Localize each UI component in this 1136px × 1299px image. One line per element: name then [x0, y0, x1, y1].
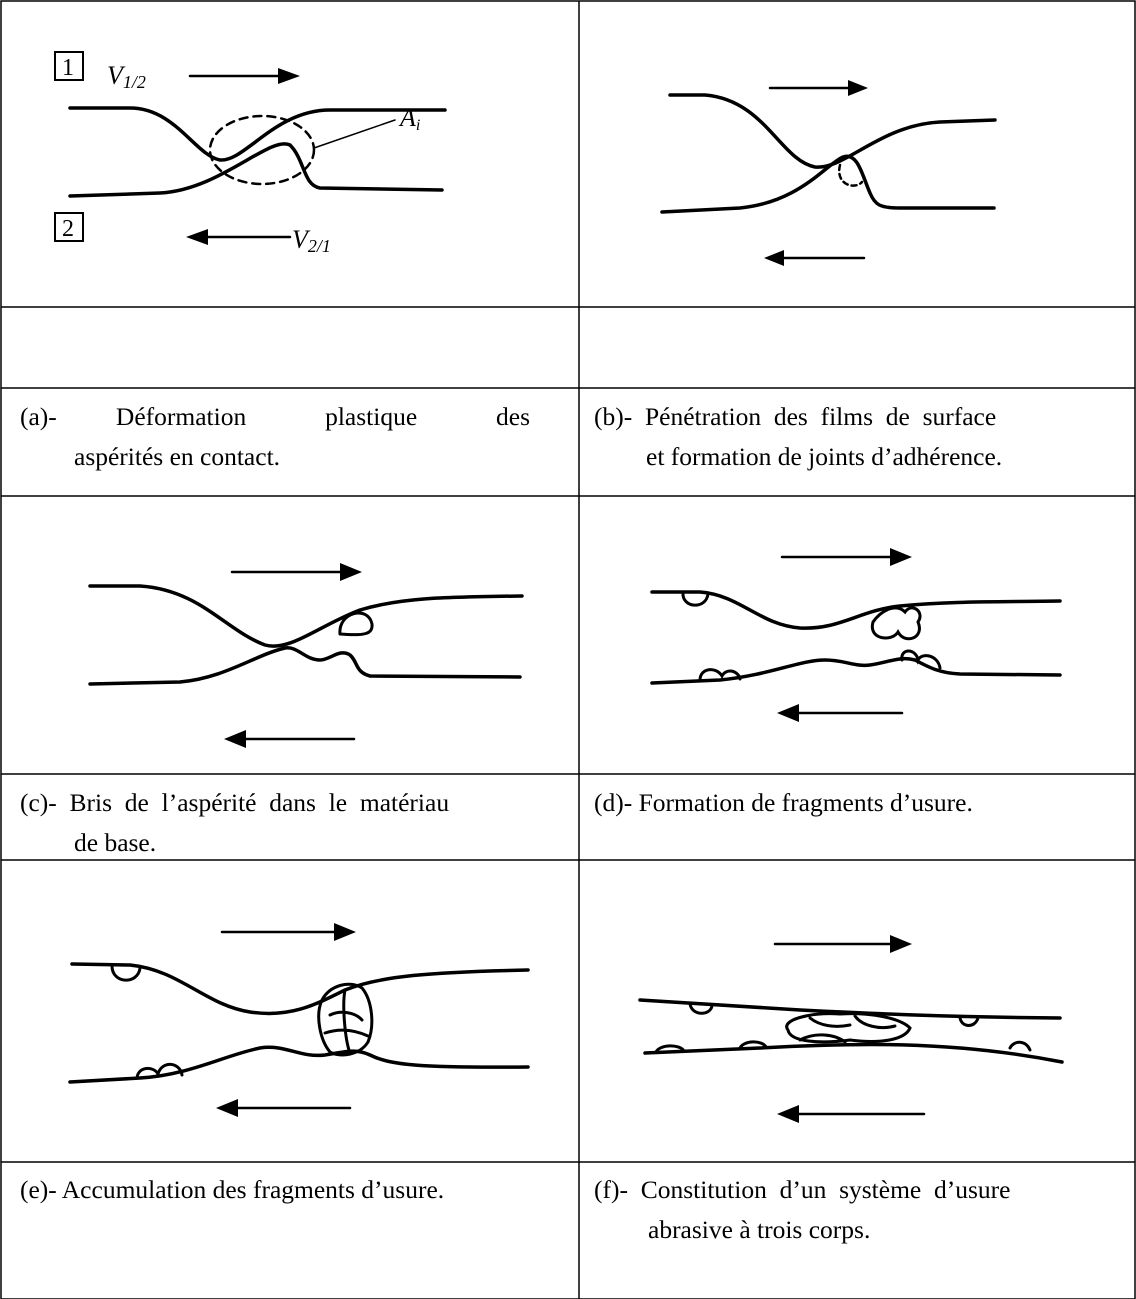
caption-b-line2: et formation de joints d’adhérence. [646, 442, 1003, 471]
caption-a-line2: aspérités en contact. [74, 442, 281, 471]
fragment-d1 [681, 591, 710, 607]
caption-b: (b)- Pénétration des films de surface et… [594, 397, 1122, 477]
contact-zone-ellipse [208, 114, 316, 186]
fragment-e-cluster [317, 982, 374, 1057]
fragment-f5 [1008, 1040, 1032, 1052]
panel-f-drawing [638, 935, 1064, 1123]
contact-dashed-b [837, 163, 864, 187]
fragment-e1 [110, 964, 142, 982]
lower-surface-a [68, 142, 444, 198]
lower-surface-c [88, 646, 522, 686]
box-1-label: 1 [62, 55, 74, 81]
body-2-box [54, 212, 84, 242]
velocity-label-21: V2/1 [292, 225, 331, 256]
panel-a-drawing [54, 51, 447, 245]
caption-e: (e)- Accumulation des fragments d’usure. [20, 1170, 570, 1210]
fragment-f2 [654, 1044, 686, 1054]
box-2-label: 2 [62, 216, 74, 242]
fragment-e2 [135, 1062, 184, 1080]
caption-f: (f)- Constitution d’un système d’usure a… [594, 1170, 1134, 1250]
caption-f-line1: (f)- Constitution d’un système d’usure [594, 1175, 1011, 1204]
fragment-c [338, 611, 374, 637]
caption-a-line1: (a)- Déformation plastique des [20, 402, 530, 431]
fragment-d2 [870, 606, 922, 641]
upper-surface-b [668, 93, 997, 169]
fragment-f-cluster [785, 1012, 912, 1044]
area-label-ai: Ai [398, 103, 420, 134]
body-1-box [54, 51, 84, 81]
upper-surface-d [650, 590, 1062, 630]
leader-line-ai [313, 119, 396, 149]
fragment-f1 [688, 1002, 714, 1015]
lower-surface-b [660, 154, 996, 214]
upper-surface-e [70, 962, 530, 1016]
lower-surface-f [643, 1042, 1064, 1064]
upper-surface-a [68, 106, 447, 162]
upper-surface-c [88, 584, 524, 648]
caption-b-line1: (b)- Pénétration des films de surface [594, 402, 997, 431]
panel-d-drawing [650, 548, 1062, 722]
caption-c-line1: (c)- Bris de l’aspérité dans le matériau [20, 788, 450, 817]
caption-a: (a)- Déformation plastique des aspérités… [20, 397, 530, 477]
lower-surface-e [68, 1045, 530, 1084]
caption-c: (c)- Bris de l’aspérité dans le matériau… [20, 783, 560, 863]
lower-surface-d [650, 656, 1062, 685]
fragment-d4 [698, 668, 742, 682]
fragment-f4 [958, 1016, 980, 1027]
panel-b-drawing [660, 80, 997, 266]
fragment-f3 [738, 1040, 768, 1050]
fragment-d3 [900, 649, 942, 670]
upper-surface-f [638, 998, 1062, 1020]
caption-c-line2: de base. [74, 828, 157, 857]
caption-f-line2: abrasive à trois corps. [648, 1215, 871, 1244]
panel-a-labels: 1 2 V1/2 V2/1 Ai [62, 55, 420, 256]
panel-e-drawing [68, 923, 530, 1117]
panel-c-drawing [88, 563, 524, 748]
caption-e-line1: (e)- Accumulation des fragments d’usure. [20, 1175, 445, 1204]
caption-d: (d)- Formation de fragments d’usure. [594, 783, 1122, 823]
caption-d-line1: (d)- Formation de fragments d’usure. [594, 788, 973, 817]
velocity-label-12: V1/2 [107, 61, 146, 92]
